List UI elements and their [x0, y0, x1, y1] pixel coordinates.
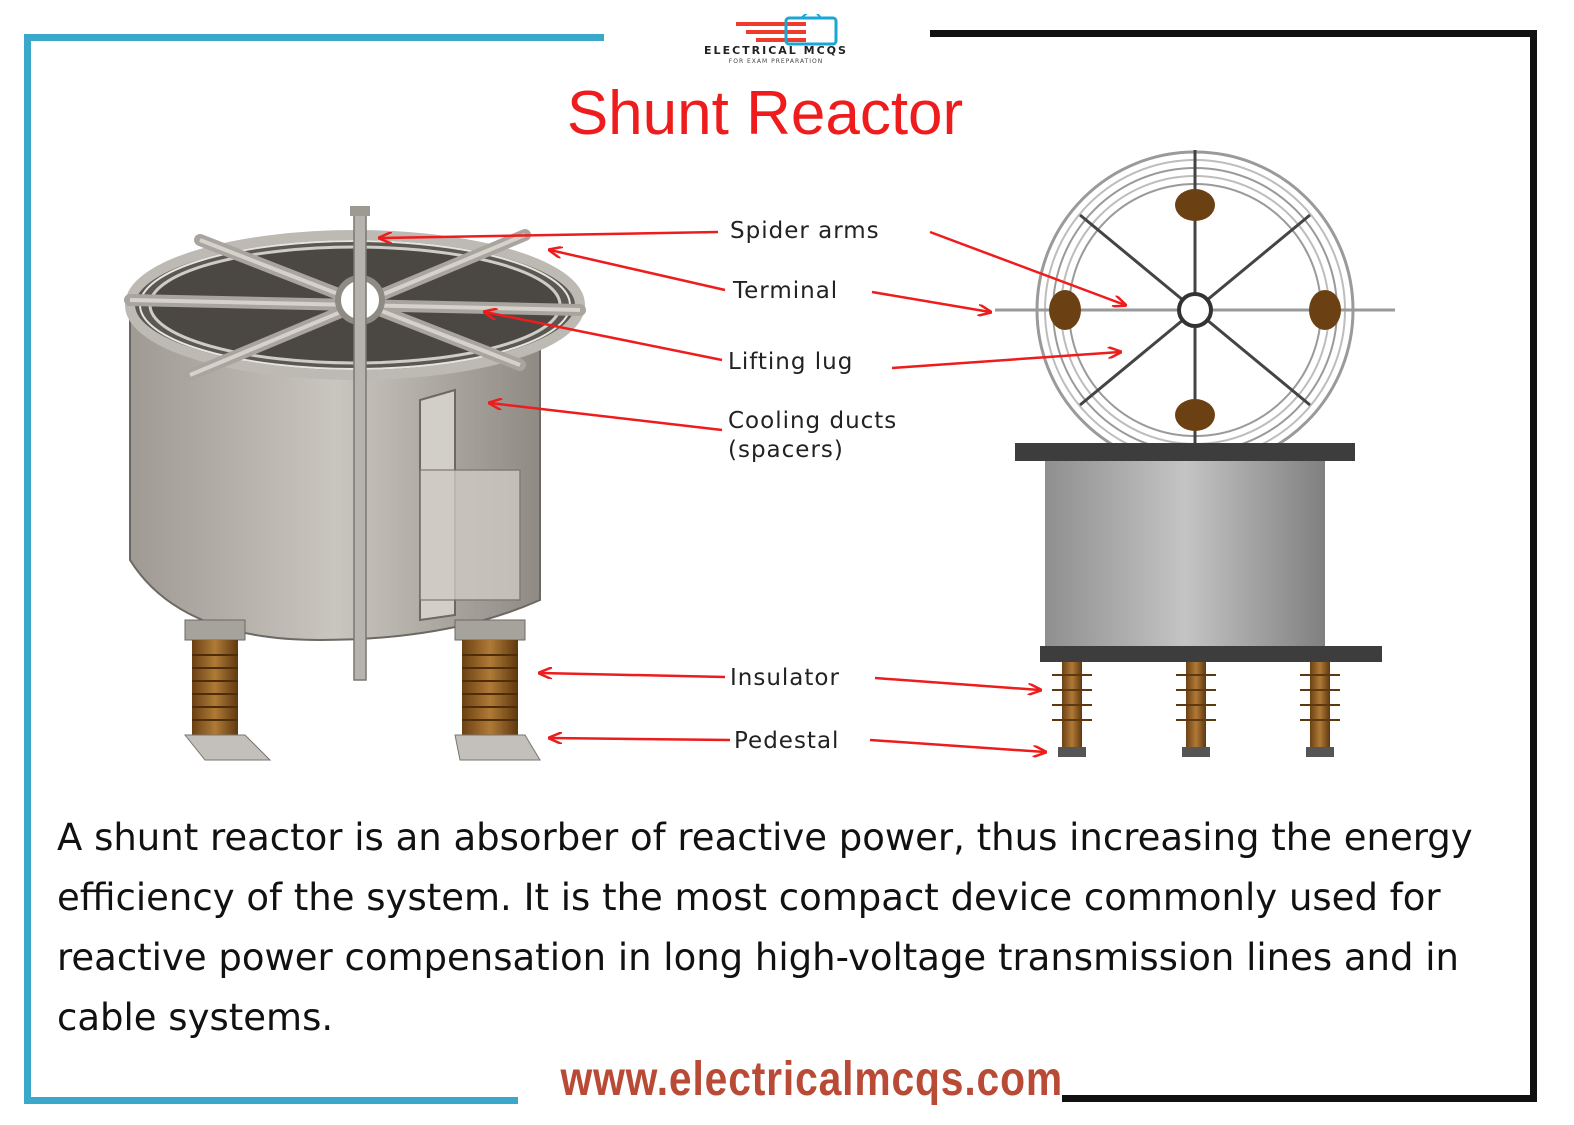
- label-lifting-lug: Lifting lug: [728, 349, 853, 375]
- label-pedestal: Pedestal: [734, 728, 839, 754]
- side-insulator-1: [1052, 662, 1092, 757]
- arrow-terminal-left: [550, 250, 726, 292]
- reactor-isometric-illustration: [124, 206, 586, 761]
- footer-url[interactable]: www.electricalmcqs.com: [560, 1053, 1063, 1106]
- label-spider-arms: Spider arms: [730, 218, 880, 244]
- frame-top-left-border: [24, 34, 604, 41]
- frame-left-border: [24, 34, 31, 1104]
- logo-subtext: FOR EXAM PREPARATION: [728, 58, 824, 65]
- label-terminal: Terminal: [732, 278, 838, 304]
- frame-top-right-border: [930, 30, 1537, 37]
- label-insulator: Insulator: [730, 665, 840, 691]
- reactor-side-view-illustration: [1015, 443, 1382, 757]
- arrow-insulator-left: [540, 673, 726, 677]
- left-insulator: [183, 619, 272, 761]
- side-insulator-3: [1300, 662, 1340, 757]
- frame-bottom-right-border: [1062, 1095, 1537, 1102]
- side-insulator-2: [1176, 662, 1216, 757]
- description-paragraph: A shunt reactor is an absorber of reacti…: [57, 816, 1473, 1039]
- label-cooling-ducts: Cooling ducts: [728, 408, 897, 434]
- arrow-pedestal-left: [550, 738, 731, 740]
- callout-arrows: [380, 230, 1125, 752]
- arrow-lifting-lug-left: [485, 312, 723, 362]
- label-spacers: (spacers): [728, 437, 844, 463]
- arrow-spider-arms-left: [380, 230, 719, 238]
- frame-right-border: [1530, 30, 1537, 1102]
- arrow-spider-arms-right: [929, 230, 1125, 305]
- arrow-insulator-right: [874, 676, 1040, 690]
- reactor-top-view-illustration: [995, 150, 1395, 470]
- arrow-lifting-lug-right: [891, 352, 1120, 370]
- shunt-reactor-diagram: Spider arms Terminal Lifting lug Cooling…: [124, 150, 1395, 761]
- logo-text: ELECTRICAL MCQS: [704, 44, 848, 57]
- page-title: Shunt Reactor: [566, 79, 964, 148]
- arrow-cooling-ducts: [490, 403, 723, 432]
- site-logo: ELECTRICAL MCQS FOR EXAM PREPARATION: [636, 9, 916, 66]
- frame-bottom-left-border: [24, 1097, 518, 1104]
- arrow-pedestal-right: [869, 738, 1045, 752]
- arrow-terminal-right: [871, 290, 990, 312]
- right-insulator: [454, 619, 541, 761]
